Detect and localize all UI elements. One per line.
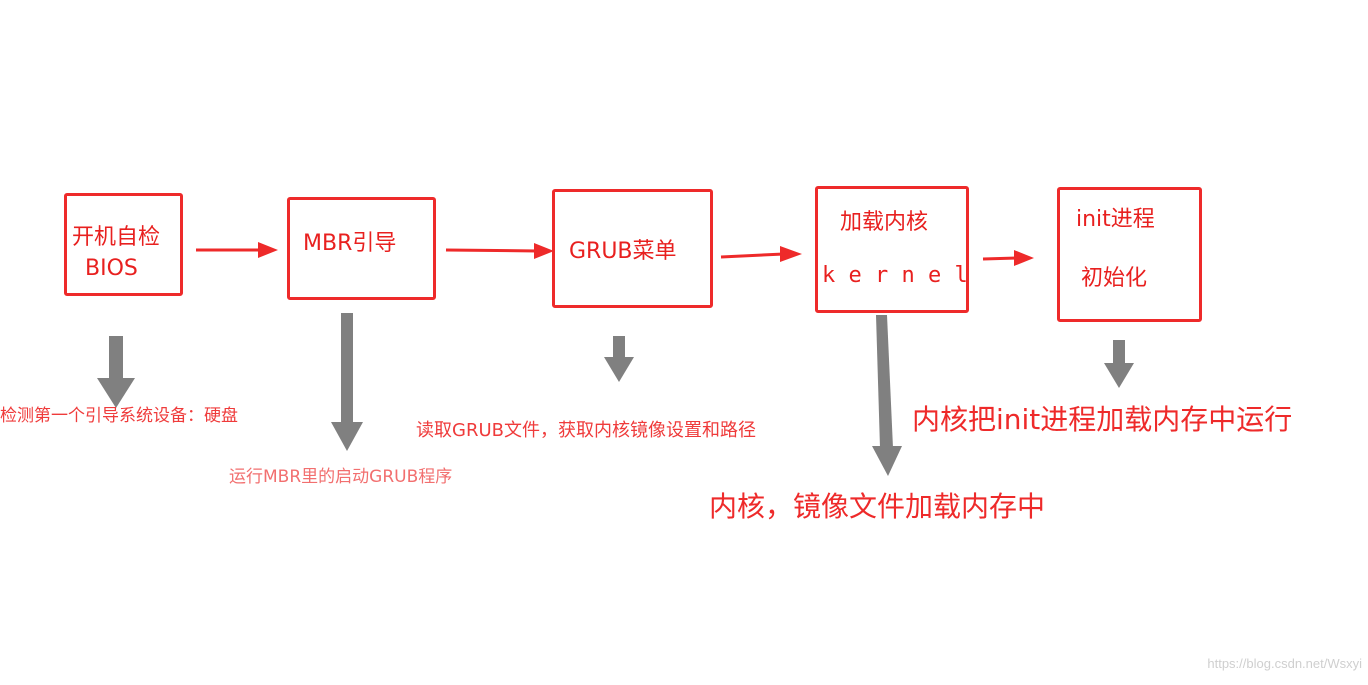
flow-arrow-1 [196,242,278,258]
step-box-mbr [287,197,436,300]
down-arrow-2 [331,313,363,451]
flow-arrow-4 [982,250,1034,266]
note-grub: 读取GRUB文件，获取内核镜像设置和路径 [416,420,756,441]
step-bios-title: 开机自检 [72,225,161,250]
note-mbr: 运行MBR里的启动GRUB程序 [229,467,453,487]
flow-arrow-3 [720,246,802,262]
down-arrow-3 [604,336,634,382]
step-init-subtitle: 初始化 [1081,266,1148,291]
note-init: 内核把init进程加载内存中运行 [912,403,1293,436]
step-box-init [1057,187,1202,322]
step-bios-subtitle: BIOS [85,256,138,281]
step-kernel-subtitle: k e r n e l [822,263,968,288]
down-arrow-4 [872,315,902,476]
step-mbr-title: MBR引导 [303,231,397,256]
step-grub-title: GRUB菜单 [569,239,677,264]
down-arrow-1 [97,336,135,408]
step-box-bios [64,193,183,296]
watermark: https://blog.csdn.net/Wsxyi [1207,656,1362,671]
step-init-title: init进程 [1076,207,1155,232]
step-kernel-title: 加载内核 [840,210,929,235]
note-kernel: 内核，镜像文件加载内存中 [709,490,1046,523]
down-arrow-5 [1104,340,1134,388]
note-bios: 检测第一个引导系统设备：硬盘 [0,406,238,426]
flow-arrow-2 [445,243,554,259]
step-box-grub [552,189,713,308]
step-box-kernel [815,186,969,313]
